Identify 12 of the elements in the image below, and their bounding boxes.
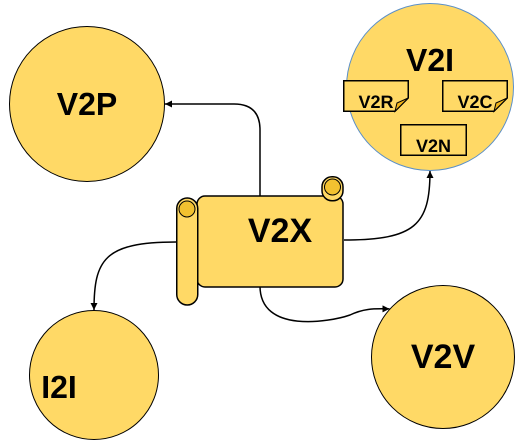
arrow (259, 286, 390, 322)
node-label: V2X (248, 214, 312, 248)
node-label: V2I (406, 44, 454, 76)
node-label: V2R (358, 93, 394, 111)
node-label: V2P (56, 88, 118, 120)
arrow (90, 241, 176, 310)
arrow (344, 170, 434, 241)
node-label: V2V (410, 340, 476, 374)
node-label: I2I (41, 371, 77, 403)
node-label: V2N (416, 137, 451, 155)
arrow (165, 100, 261, 196)
node-label: V2C (457, 93, 492, 111)
